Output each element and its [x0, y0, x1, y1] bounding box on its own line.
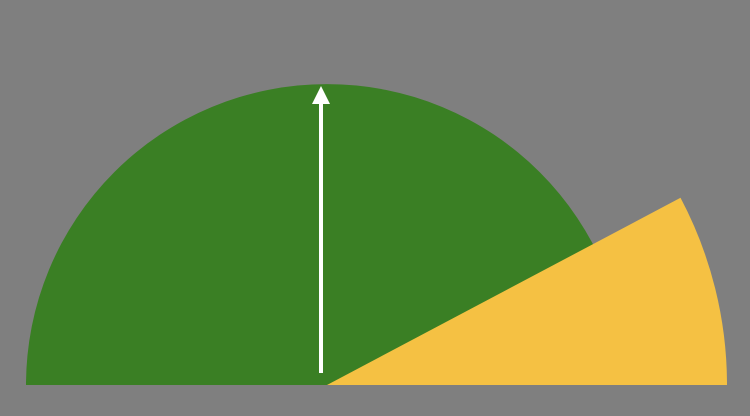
arrow-up-icon: [312, 86, 330, 104]
gauge-yellow-zone: [327, 197, 727, 385]
gauge-needle: [312, 86, 330, 373]
